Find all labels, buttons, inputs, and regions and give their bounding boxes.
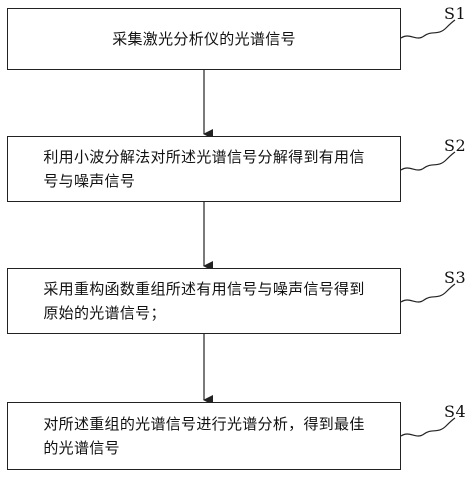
step-text-s4: 对所述重组的光谱信号进行光谱分析，得到最佳 的光谱信号 (43, 415, 365, 457)
step-label-s3: S3 (444, 268, 467, 287)
step-text-s1: 采集激光分析仪的光谱信号 (112, 30, 296, 48)
step-box-s1: 采集激光分析仪的光谱信号 (7, 8, 401, 70)
step-text-s3: 采用重构函数重组所述有用信号与噪声信号得到 原始的光谱信号； (43, 280, 365, 322)
step-box-s3: 采用重构函数重组所述有用信号与噪声信号得到 原始的光谱信号； (7, 268, 401, 334)
step-box-s2: 利用小波分解法对所述光谱信号分解得到有用信 号与噪声信号 (7, 136, 401, 202)
step-label-s4: S4 (444, 402, 467, 421)
step-box-s4: 对所述重组的光谱信号进行光谱分析，得到最佳 的光谱信号 (7, 402, 401, 470)
step-text-s2: 利用小波分解法对所述光谱信号分解得到有用信 号与噪声信号 (43, 148, 365, 190)
step-label-s2: S2 (444, 136, 467, 155)
step-label-s1: S1 (444, 4, 467, 23)
